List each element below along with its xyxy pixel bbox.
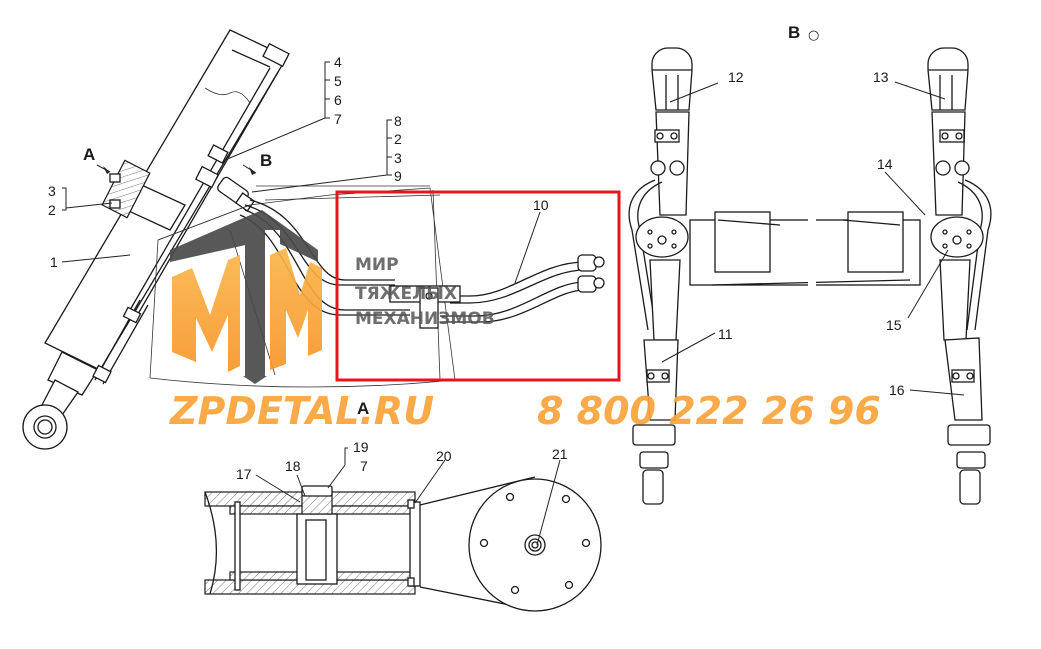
svg-text:15: 15 <box>886 317 902 333</box>
svg-text:7: 7 <box>334 111 342 127</box>
svg-text:3: 3 <box>48 183 56 199</box>
view-b-drawing <box>628 47 992 505</box>
svg-text:17: 17 <box>236 466 252 482</box>
svg-text:9: 9 <box>394 168 402 184</box>
frame-panel <box>149 185 456 388</box>
svg-text:1: 1 <box>50 254 58 270</box>
view-arrow-b-label: B <box>260 151 272 170</box>
svg-text:5: 5 <box>334 73 342 89</box>
svg-text:18: 18 <box>285 458 301 474</box>
svg-text:13: 13 <box>873 69 889 85</box>
highlight-box <box>335 190 621 382</box>
brand-text: МИР ТЯЖЕЛЫХ МЕХАНИЗМОВ <box>355 255 495 329</box>
svg-text:6: 6 <box>334 92 342 108</box>
watermark-site: ZPDETAL.RU <box>169 389 434 433</box>
svg-text:ТЯЖЕЛЫХ: ТЯЖЕЛЫХ <box>355 284 457 304</box>
rotation-icon: ○ <box>808 28 819 43</box>
callout-labels: 1 3 2 4 5 6 7 8 2 3 9 10 11 12 13 14 15 … <box>48 54 905 482</box>
watermark-phone: 8 800 222 26 96 <box>537 389 881 433</box>
svg-text:21: 21 <box>552 446 568 462</box>
svg-text:МИР: МИР <box>355 255 399 275</box>
svg-text:4: 4 <box>334 54 342 70</box>
svg-text:14: 14 <box>877 156 893 172</box>
view-b-title: B <box>788 23 800 42</box>
svg-text:2: 2 <box>48 202 56 218</box>
svg-text:20: 20 <box>436 448 452 464</box>
mtm-logo <box>170 210 322 384</box>
svg-text:12: 12 <box>728 69 744 85</box>
leader-lines <box>61 61 965 546</box>
hydraulic-cylinder <box>22 29 290 450</box>
svg-text:2: 2 <box>394 131 402 147</box>
svg-text:7: 7 <box>360 458 368 474</box>
svg-text:16: 16 <box>889 382 905 398</box>
svg-text:3: 3 <box>394 150 402 166</box>
section-a-drawing <box>204 476 602 612</box>
view-arrow-a-label: A <box>83 145 95 164</box>
svg-text:8: 8 <box>394 113 402 129</box>
svg-text:10: 10 <box>533 197 549 213</box>
section-a-title: A <box>357 399 369 418</box>
svg-text:МЕХАНИЗМОВ: МЕХАНИЗМОВ <box>355 309 495 329</box>
svg-text:11: 11 <box>718 326 733 342</box>
svg-text:19: 19 <box>353 439 369 455</box>
